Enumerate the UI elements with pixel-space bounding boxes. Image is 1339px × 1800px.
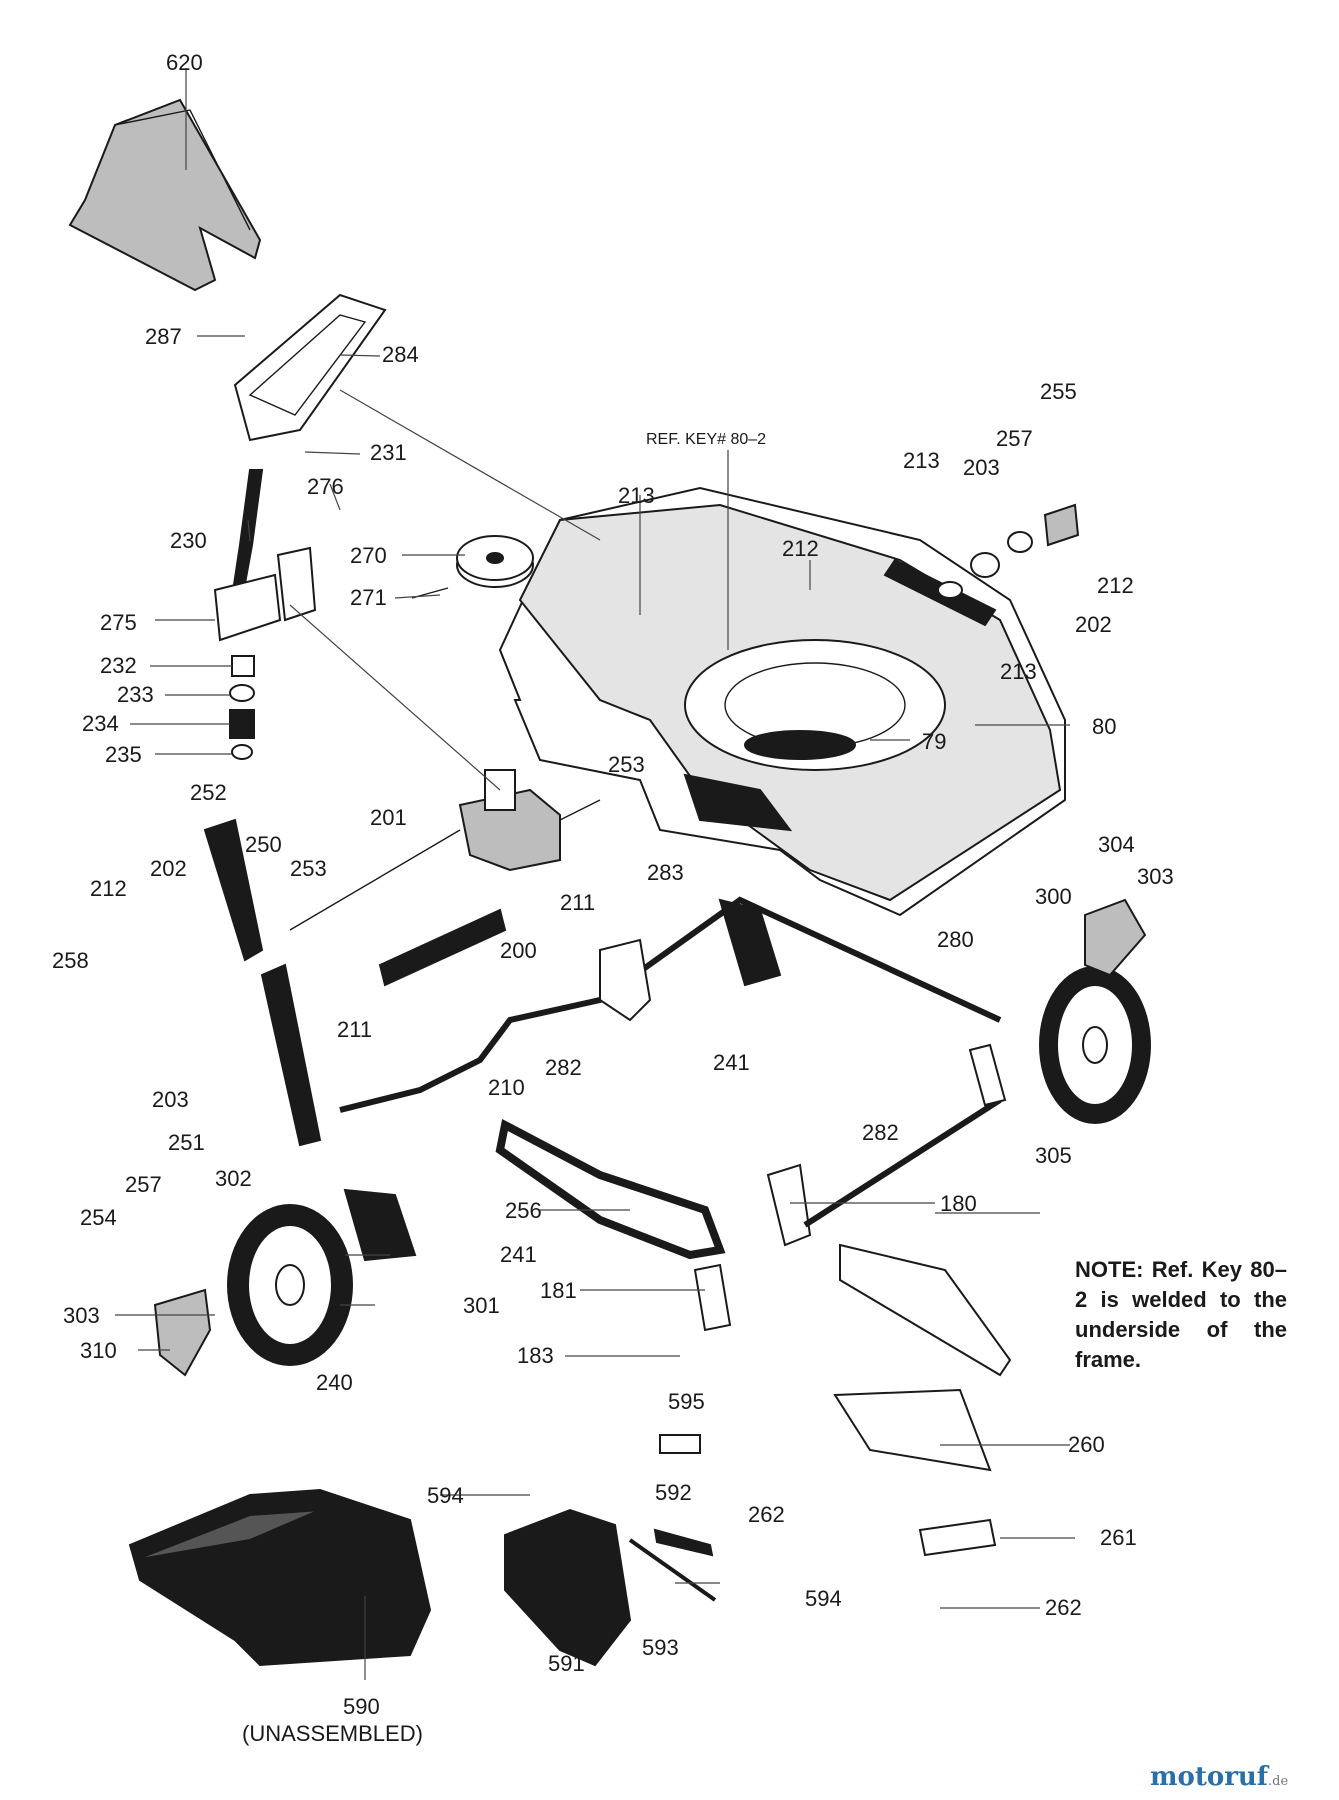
drive-cup-part (343, 898, 782, 1262)
watermark: motoruf.de (1150, 1762, 1288, 1792)
wheel-right-part (1039, 966, 1151, 1124)
label-276: 276 (307, 474, 344, 499)
label-250: 250 (245, 832, 282, 857)
label-258: 258 (52, 948, 89, 973)
label-80: 80 (1092, 714, 1116, 739)
label-202: 202 (150, 856, 187, 881)
label-252: 252 (190, 780, 227, 805)
label-201: 201 (370, 805, 407, 830)
unassembled-label: (UNASSEMBLED) (242, 1721, 423, 1746)
rear-door-part (233, 293, 387, 442)
skid-plate-part (833, 1243, 1012, 1557)
welded-note: NOTE: Ref. Key 80–2 is welded to the und… (1075, 1257, 1287, 1372)
label-213-left: 213 (618, 483, 655, 508)
handle-grip-part (203, 818, 322, 1147)
label-262-top: 262 (748, 1502, 785, 1527)
label-254: 254 (80, 1205, 117, 1230)
label-592: 592 (655, 1480, 692, 1505)
height-bracket-right-part (883, 503, 1080, 627)
label-180: 180 (940, 1191, 977, 1216)
label-287: 287 (145, 324, 182, 349)
label-234: 234 (82, 711, 119, 736)
label-213-top: 213 (903, 448, 940, 473)
label-200: 200 (500, 938, 537, 963)
label-620: 620 (166, 50, 203, 75)
label-257-right: 257 (996, 426, 1033, 451)
label-240: 240 (316, 1370, 353, 1395)
label-241-left: 241 (500, 1242, 537, 1267)
bag-frame-part (504, 1434, 717, 1667)
label-251: 251 (168, 1130, 205, 1155)
bracket-181-part (693, 1263, 732, 1332)
label-284: 284 (382, 342, 419, 367)
label-271: 271 (350, 585, 387, 610)
label-593: 593 (642, 1635, 679, 1660)
label-305: 305 (1035, 1143, 1072, 1168)
label-270: 270 (350, 543, 387, 568)
leader-lines (115, 68, 1075, 1680)
label-210: 210 (488, 1075, 525, 1100)
label-301: 301 (463, 1293, 500, 1318)
label-211: 211 (337, 1017, 372, 1042)
label-212-mid: 212 (782, 536, 819, 561)
gearbox-part (289, 769, 601, 931)
label-235: 235 (105, 742, 142, 767)
grass-bag-part (128, 1488, 432, 1667)
drive-spring-part (378, 908, 507, 987)
label-256: 256 (505, 1198, 542, 1223)
label-591: 591 (548, 1651, 585, 1676)
pulley-part (411, 535, 534, 599)
label-282-right: 282 (862, 1120, 899, 1145)
label-282-left: 282 (545, 1055, 582, 1080)
wheel-left-part (227, 1204, 353, 1366)
label-253-mid: 253 (608, 752, 645, 777)
label-590: 590 (343, 1694, 380, 1719)
label-211-mid: 211 (560, 890, 595, 915)
label-595: 595 (668, 1389, 705, 1414)
label-203: 203 (152, 1087, 189, 1112)
label-303-right: 303 (1137, 864, 1174, 889)
label-79: 79 (922, 729, 946, 754)
label-261: 261 (1100, 1525, 1137, 1550)
label-212: 212 (90, 876, 127, 901)
label-302: 302 (215, 1166, 252, 1191)
label-203-right: 203 (963, 455, 1000, 480)
label-260: 260 (1068, 1432, 1105, 1457)
part-labels: 620 287 284 231 230 276 270 271 275 232 … (52, 50, 1174, 1746)
label-213-right: 213 (1000, 659, 1037, 684)
label-231: 231 (370, 440, 407, 465)
label-283: 283 (647, 860, 684, 885)
label-233: 233 (117, 682, 154, 707)
rear-deflector-part (68, 98, 262, 292)
label-262-bottom: 262 (1045, 1595, 1082, 1620)
label-183: 183 (517, 1343, 554, 1368)
watermark-name: motoruf (1150, 1762, 1268, 1792)
rear-axle-part (766, 1043, 1007, 1247)
hub-cap-part (153, 898, 1147, 1377)
label-181: 181 (540, 1278, 577, 1303)
label-232: 232 (100, 653, 137, 678)
spring-stack-part (229, 655, 255, 760)
label-212-right: 212 (1097, 573, 1134, 598)
label-257: 257 (125, 1172, 162, 1197)
watermark-suffix: .de (1268, 1774, 1289, 1789)
drive-belt-part (495, 1118, 726, 1260)
label-275: 275 (100, 610, 137, 635)
drive-shaft-part (339, 896, 1002, 1113)
label-253: 253 (290, 856, 327, 881)
label-310: 310 (80, 1338, 117, 1363)
label-202-right: 202 (1075, 612, 1112, 637)
label-230: 230 (170, 528, 207, 553)
label-255: 255 (1040, 379, 1077, 404)
label-241-right: 241 (713, 1050, 750, 1075)
label-303-left: 303 (63, 1303, 100, 1328)
label-300: 300 (1035, 884, 1072, 909)
label-594-left: 594 (427, 1483, 464, 1508)
label-280: 280 (937, 927, 974, 952)
handle-bracket-part (213, 469, 317, 642)
label-304: 304 (1098, 832, 1135, 857)
ref-key-label: REF. KEY# 80–2 (646, 431, 766, 448)
label-594-right: 594 (805, 1586, 842, 1611)
